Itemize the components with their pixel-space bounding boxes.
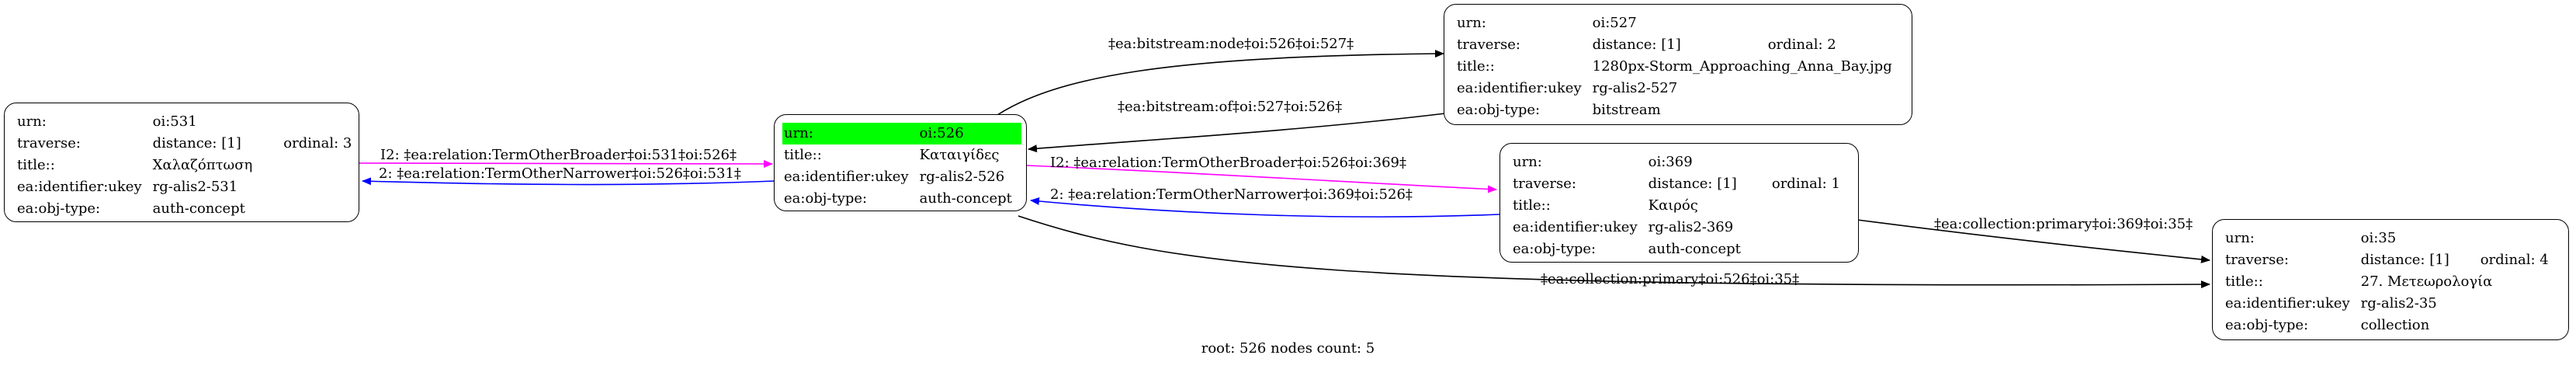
field-value-title: 1280px-Storm_Approaching_Anna_Bay.jpg	[1592, 58, 1892, 75]
field-key-urn: urn:	[1457, 15, 1486, 31]
field-key-traverse: traverse:	[17, 135, 81, 151]
edge-label-broader-531: I2: ‡ea:relation:TermOtherBroader‡oi:531…	[380, 147, 737, 163]
field-key-ukey: ea:identifier:ukey	[1513, 219, 1638, 235]
field-value-type: bitstream	[1592, 102, 1661, 118]
field-value-ukey: rg-alis2-531	[152, 179, 238, 195]
field-value-type: collection	[2360, 317, 2430, 333]
node-oi-531[interactable]: urn: oi:531 traverse: distance: [1] ordinal…	[4, 103, 359, 222]
node-oi-531-table: urn: oi:531 traverse: distance: [1] ordinal…	[16, 111, 361, 220]
field-value-distance: distance: [1]	[1648, 176, 1737, 192]
node-oi-35-table: urn: oi:35 traverse: distance: [1] ordinal:…	[2224, 228, 2558, 336]
edge-bitstream-of	[1028, 113, 1446, 153]
field-value-urn: oi:526	[917, 123, 1021, 144]
edge-label-collection-526: ‡ea:collection:primary‡oi:526‡oi:35‡	[1541, 271, 1799, 287]
edge-label-bitstream-node: ‡ea:bitstream:node‡oi:526‡oi:527‡	[1108, 36, 1354, 52]
edge-collection-526	[1018, 215, 2210, 289]
edge-broader-369	[1026, 165, 1497, 193]
node-oi-35[interactable]: urn: oi:35 traverse: distance: [1] ordinal:…	[2212, 219, 2569, 340]
node-oi-527-table: urn: oi:527 traverse: distance: [1] ordinal…	[1455, 12, 1902, 121]
field-value-distance: distance: [1]	[152, 135, 241, 151]
field-value-ukey: rg-alis2-369	[1648, 219, 1734, 235]
field-value-urn: oi:35	[2360, 230, 2397, 246]
field-value-ukey: rg-alis2-526	[919, 169, 1005, 185]
field-value-urn: oi:531	[152, 113, 197, 130]
edge-label-narrower-369: 2: ‡ea:relation:TermOtherNarrower‡oi:369…	[1050, 186, 1413, 203]
field-value-title: Χαλαζόπτωση	[152, 157, 253, 173]
field-value-title: 27. Μετεωρολογία	[2360, 273, 2493, 290]
field-key-urn: urn:	[17, 113, 47, 130]
graph-summary-footer: root: 526 nodes count: 5	[1201, 340, 1375, 357]
edge-broader-531	[359, 159, 773, 168]
node-oi-527[interactable]: urn: oi:527 traverse: distance: [1] ordinal…	[1444, 4, 1912, 125]
field-value-type: auth-concept	[919, 190, 1012, 207]
field-value-type: auth-concept	[1648, 241, 1741, 257]
root-highlight-row: urn:oi:526	[782, 123, 1021, 144]
node-oi-526-root[interactable]: urn:oi:526 title::Καταιγίδες ea:identifi…	[774, 114, 1027, 211]
edge-label-collection-369: ‡ea:collection:primary‡oi:369‡oi:35‡	[1934, 216, 2193, 232]
edge-label-narrower-531: 2: ‡ea:relation:TermOtherNarrower‡oi:526…	[379, 165, 741, 182]
edge-narrower-531	[362, 177, 775, 186]
edge-collection-369	[1857, 219, 2210, 263]
field-value-distance: distance: [1]	[2360, 252, 2449, 268]
field-key-title: title::	[2225, 273, 2263, 290]
field-value-distance: distance: [1]	[1592, 37, 1681, 53]
field-key-title: title::	[1513, 197, 1551, 214]
field-value-ukey: rg-alis2-527	[1592, 80, 1678, 96]
field-value-title: Καιρός	[1648, 197, 1698, 214]
field-key-title: title::	[1457, 58, 1495, 75]
field-key-type: ea:obj-type:	[2225, 317, 2309, 333]
edge-label-broader-369: I2: ‡ea:relation:TermOtherBroader‡oi:526…	[1050, 155, 1406, 171]
field-key-ukey: ea:identifier:ukey	[1457, 80, 1582, 96]
field-key-ukey: ea:identifier:ukey	[784, 169, 909, 185]
field-value-urn: oi:369	[1648, 154, 1693, 170]
field-key-title: title::	[17, 157, 55, 173]
field-key-type: ea:obj-type:	[1457, 102, 1541, 118]
field-value-ordinal: ordinal: 2	[1767, 37, 1836, 53]
field-value-urn: oi:527	[1592, 15, 1637, 31]
field-value-ordinal: ordinal: 1	[1771, 176, 1840, 192]
field-key-traverse: traverse:	[1457, 37, 1520, 53]
field-key-urn: urn:	[782, 123, 918, 144]
field-value-ordinal: ordinal: 4	[2480, 252, 2549, 268]
edge-narrower-369	[1030, 197, 1500, 218]
field-value-ukey: rg-alis2-35	[2360, 295, 2437, 312]
field-key-type: ea:obj-type:	[1513, 241, 1597, 257]
field-key-traverse: traverse:	[2225, 252, 2289, 268]
field-value-ordinal: ordinal: 3	[283, 135, 352, 151]
field-value-title: Καταιγίδες	[919, 147, 1000, 163]
field-key-type: ea:obj-type:	[784, 190, 868, 207]
edge-bitstream-node	[997, 50, 1444, 116]
field-value-type: auth-concept	[152, 200, 245, 217]
field-key-ukey: ea:identifier:ukey	[17, 179, 142, 195]
field-key-urn: urn:	[2225, 230, 2255, 246]
node-oi-526-table: urn:oi:526 title::Καταιγίδες ea:identifi…	[782, 123, 1021, 210]
edge-label-bitstream-of: ‡ea:bitstream:of‡oi:527‡oi:526‡	[1118, 99, 1342, 115]
node-oi-369-table: urn: oi:369 traverse: distance: [1] ordinal…	[1511, 151, 1850, 260]
node-oi-369[interactable]: urn: oi:369 traverse: distance: [1] ordinal…	[1499, 143, 1859, 263]
field-key-urn: urn:	[1513, 154, 1542, 170]
field-key-ukey: ea:identifier:ukey	[2225, 295, 2350, 312]
field-key-title: title::	[784, 147, 822, 163]
field-key-traverse: traverse:	[1513, 176, 1576, 192]
field-key-type: ea:obj-type:	[17, 200, 101, 217]
